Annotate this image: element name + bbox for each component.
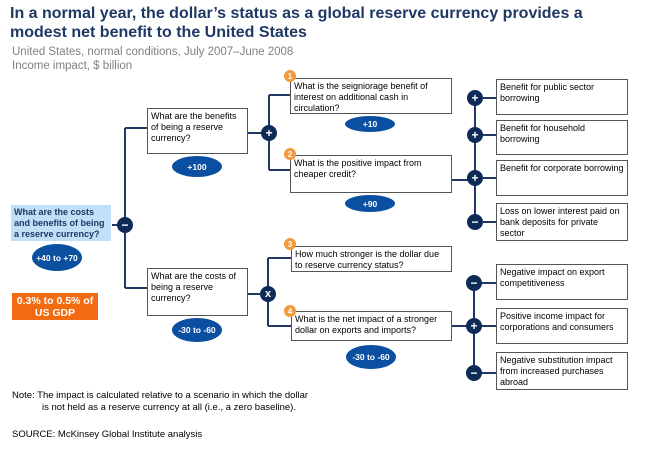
benefits-question: What are the benefits of being a reserve… — [147, 108, 248, 154]
step-2-badge: 2 — [284, 148, 296, 160]
substitution-impact: Negative substitution impact from increa… — [496, 352, 628, 390]
gdp-share-box: 0.3% to 0.5% of US GDP — [12, 293, 98, 320]
costs-question: What are the costs of being a reserve cu… — [147, 268, 248, 316]
root-value-oval: +40 to +70 — [32, 244, 82, 271]
costs-value-oval: -30 to -60 — [172, 318, 222, 342]
footnote-line-1: Note: The impact is calculated relative … — [12, 390, 309, 401]
corporate-benefit: Benefit for corporate borrowing — [496, 160, 628, 196]
subtitle-unit: Income impact, $ billion — [12, 60, 133, 72]
minus-operator-icon: − — [466, 275, 482, 291]
exports-imports-question: What is the net impact of a stronger dol… — [291, 311, 452, 341]
dollar-strength-question: How much stronger is the dollar due to r… — [291, 246, 452, 272]
public-sector-benefit: Benefit for public sector borrowing — [496, 79, 628, 115]
corporate-consumer-income-impact: Positive income impact for corporations … — [496, 308, 628, 344]
plus-operator-icon: + — [467, 127, 483, 143]
root-question: What are the costs and benefits of being… — [11, 205, 111, 241]
multiply-operator-icon: x — [260, 286, 276, 302]
household-benefit: Benefit for household borrowing — [496, 120, 628, 155]
seigniorage-value-oval: +10 — [345, 116, 395, 132]
footnote: Note: The impact is calculated relative … — [12, 390, 308, 414]
plus-operator-icon: + — [467, 170, 483, 186]
credit-question: What is the positive impact from cheaper… — [290, 155, 452, 193]
benefits-value-oval: +100 — [172, 156, 222, 177]
plus-operator-icon: + — [261, 125, 277, 141]
subtitle-scope: United States, normal conditions, July 2… — [12, 46, 294, 58]
step-4-badge: 4 — [284, 305, 296, 317]
minus-operator-icon: − — [117, 217, 133, 233]
plus-operator-icon: + — [466, 318, 482, 334]
export-competitiveness-impact: Negative impact on export competitivenes… — [496, 264, 628, 300]
footnote-line-2: is not held as a reserve currency at all… — [42, 402, 296, 413]
deposit-interest-loss: Loss on lower interest paid on bank depo… — [496, 203, 628, 241]
step-1-badge: 1 — [284, 70, 296, 82]
minus-operator-icon: − — [466, 365, 482, 381]
page-title: In a normal year, the dollar’s status as… — [10, 5, 583, 41]
exports-value-oval: -30 to -60 — [346, 345, 396, 369]
minus-operator-icon: − — [467, 214, 483, 230]
source-note: SOURCE: McKinsey Global Institute analys… — [12, 429, 203, 440]
plus-operator-icon: + — [467, 90, 483, 106]
credit-value-oval: +90 — [345, 195, 395, 212]
step-3-badge: 3 — [284, 238, 296, 250]
seigniorage-question: What is the seigniorage benefit of inter… — [290, 78, 452, 114]
